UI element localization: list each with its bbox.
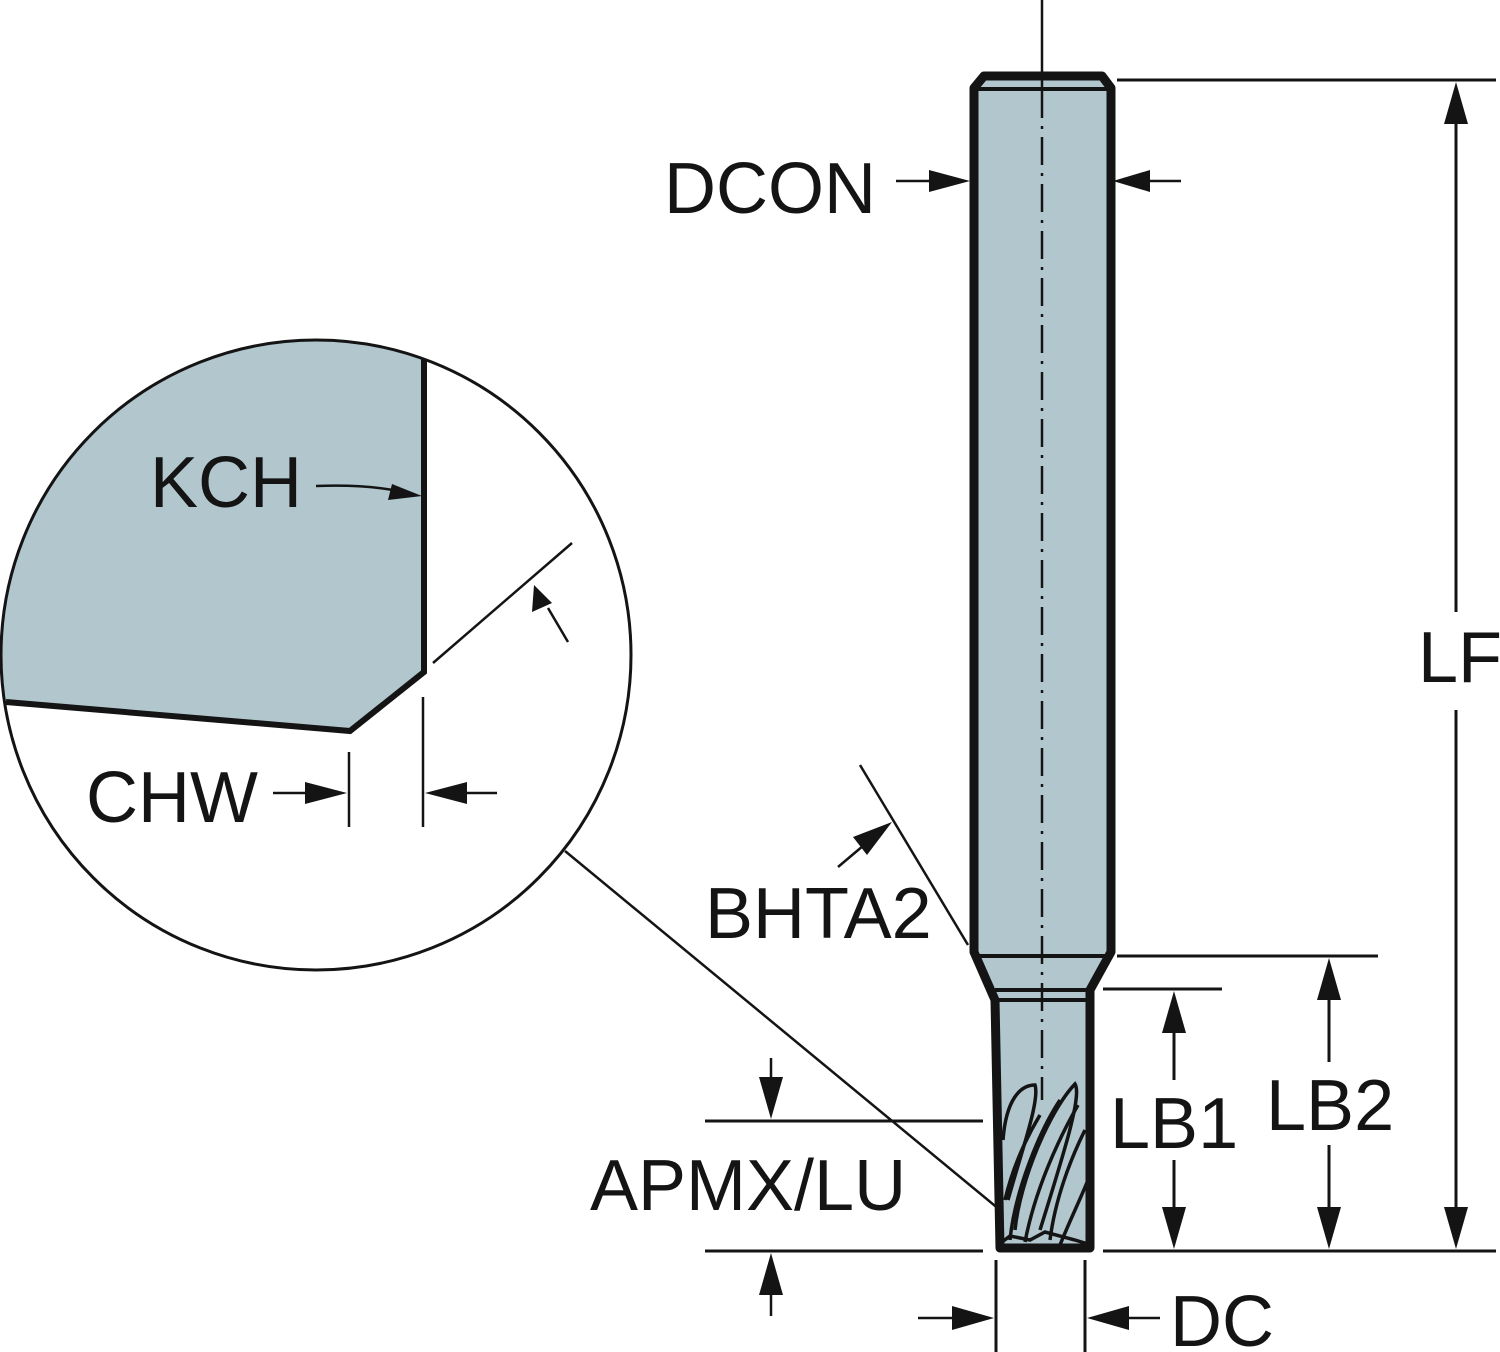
flute — [1048, 1129, 1087, 1241]
dc-arrowhead-left — [952, 1306, 994, 1330]
lf-arrowhead-top — [1444, 82, 1468, 124]
label-dcon: DCON — [664, 149, 876, 229]
chw-arrowhead-left — [305, 782, 347, 804]
label-lb2: LB2 — [1266, 1066, 1394, 1146]
lf-arrowhead-bottom — [1444, 1207, 1468, 1249]
chamfer-angle-ref-line — [432, 542, 573, 664]
label-dc: DC — [1170, 1282, 1274, 1352]
flute — [1001, 1083, 1038, 1201]
lb1-arrowhead-bottom — [1162, 1207, 1186, 1249]
detail-circle-outline — [0, 338, 633, 972]
chamfer-angle-arrowhead — [532, 585, 552, 612]
dim-lb1: LB1 — [1103, 987, 1238, 1249]
kch-arrowhead — [388, 484, 422, 500]
end-mill-tool — [969, 0, 1116, 1253]
apmx-arrowhead-top — [759, 1077, 783, 1119]
tool-tip-edge — [1000, 1230, 1089, 1246]
dcon-arrowhead-left — [929, 170, 970, 192]
detail-view: KCH CHW — [0, 338, 1041, 1244]
dim-lf: LF — [1103, 78, 1500, 1253]
apmx-arrowhead-bottom — [759, 1253, 783, 1295]
bhta2-ref-line — [858, 764, 970, 946]
dim-dc: DC — [918, 1260, 1274, 1352]
chamfer-angle-arrow-shaft — [546, 607, 570, 643]
flute — [1003, 1114, 1042, 1201]
dc-arrowhead-right — [1087, 1306, 1129, 1330]
lb2-arrowhead-bottom — [1317, 1207, 1341, 1249]
lb1-arrowhead-top — [1162, 991, 1186, 1033]
dim-bhta2: BHTA2 — [705, 764, 970, 954]
dim-apmx-lu: APMX/LU — [590, 1058, 983, 1316]
lb2-arrowhead-top — [1317, 958, 1341, 1000]
dcon-arrowhead-right — [1113, 170, 1150, 192]
flute — [1008, 1099, 1062, 1241]
label-lb1: LB1 — [1110, 1084, 1238, 1164]
flute — [1013, 1081, 1079, 1231]
label-bhta2: BHTA2 — [705, 874, 932, 954]
detail-leader-line — [564, 850, 1041, 1244]
dim-dcon: DCON — [664, 149, 1181, 229]
flute — [1023, 1104, 1080, 1243]
dim-lb2: LB2 — [1117, 954, 1394, 1249]
label-lf: LF — [1418, 618, 1500, 698]
label-apmx-lu: APMX/LU — [590, 1146, 906, 1226]
cutting-flutes — [1000, 1081, 1090, 1246]
bhta2-arrowhead — [853, 822, 892, 855]
label-chw: CHW — [86, 758, 258, 838]
detail-tool-edge — [5, 352, 427, 735]
label-kch: KCH — [150, 443, 302, 523]
chw-arrowhead-right — [425, 782, 467, 804]
